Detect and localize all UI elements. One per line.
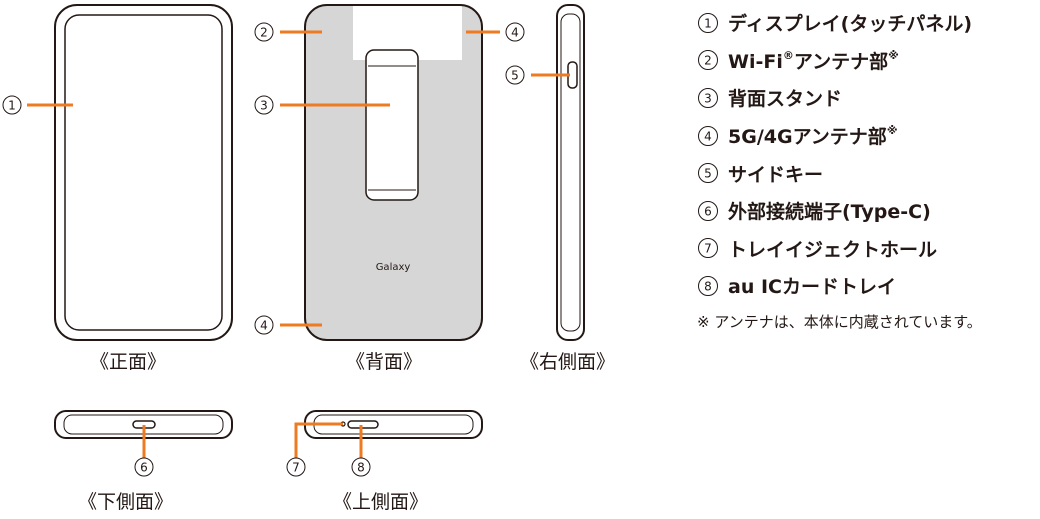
svg-text:2: 2 <box>260 26 268 40</box>
parts-legend: 1 ディスプレイ(タッチパネル) 2 Wi-Fi®アンテナ部※ 3 背面スタンド… <box>697 4 1037 332</box>
antenna-note: ※ アンテナは、本体に内蔵されています。 <box>697 312 982 331</box>
note-mark: ※ <box>886 123 898 137</box>
svg-text:1: 1 <box>8 99 16 113</box>
svg-text:7: 7 <box>704 242 712 256</box>
svg-text:5: 5 <box>511 69 519 83</box>
caption-back-view: 《背面》 <box>346 351 423 373</box>
callout-8-top: 8 <box>351 425 371 477</box>
number-4-badge: 4 <box>697 125 719 147</box>
5g-antenna-bottom-area <box>305 312 482 340</box>
registered-mark: ® <box>782 48 794 62</box>
svg-text:3: 3 <box>704 91 712 105</box>
svg-text:3: 3 <box>260 99 268 113</box>
callout-4-back-bottom: 4 <box>254 315 322 335</box>
legend-label-ic-card-tray: au ICカードトレイ <box>728 276 896 299</box>
legend-item-5g-antenna: 4 5G/4Gアンテナ部※ <box>697 117 1037 155</box>
right-side-view <box>556 4 585 341</box>
callout-7-top: 7 <box>286 422 343 477</box>
svg-text:4: 4 <box>704 129 712 143</box>
legend-item-eject-hole: 7 トレイイジェクトホール <box>697 230 1037 268</box>
number-5-badge: 5 <box>697 162 719 184</box>
legend-label-usb-port: 外部接続端子(Type-C) <box>728 201 931 224</box>
callout-1-front: 1 <box>2 95 73 115</box>
number-3-badge: 3 <box>697 87 719 109</box>
callout-3-back: 3 <box>254 95 390 115</box>
svg-text:4: 4 <box>511 26 519 40</box>
svg-text:6: 6 <box>704 204 712 218</box>
number-6-badge: 6 <box>697 200 719 222</box>
legend-label-5g-antenna: 5G/4Gアンテナ部※ <box>728 123 898 149</box>
caption-top-view: 《上側面》 <box>333 491 429 513</box>
svg-text:8: 8 <box>704 279 712 293</box>
number-7-badge: 7 <box>697 237 719 259</box>
svg-text:8: 8 <box>357 461 365 475</box>
caption-right-view: 《右側面》 <box>520 351 616 373</box>
legend-label-side-key: サイドキー <box>728 163 824 186</box>
legend-label-display: ディスプレイ(タッチパネル) <box>728 13 973 36</box>
display-panel <box>64 14 223 331</box>
note-mark: ※ <box>888 48 899 62</box>
legend-label-wifi-antenna: Wi-Fi®アンテナ部※ <box>728 48 899 73</box>
number-1-badge: 1 <box>697 12 719 34</box>
legend-item-ic-card-tray: 8 au ICカードトレイ <box>697 267 1037 305</box>
galaxy-logo: Galaxy <box>376 262 411 273</box>
front-view <box>54 4 233 341</box>
legend-item-side-key: 5 サイドキー <box>697 154 1037 192</box>
legend-item-back-stand: 3 背面スタンド <box>697 79 1037 117</box>
svg-text:1: 1 <box>704 16 712 30</box>
back-stand <box>365 49 419 201</box>
callout-5-right: 5 <box>505 65 570 85</box>
svg-text:7: 7 <box>292 461 300 475</box>
callout-2-back: 2 <box>254 22 322 42</box>
back-view: Galaxy <box>304 4 483 341</box>
svg-text:4: 4 <box>260 319 268 333</box>
legend-label-eject-hole: トレイイジェクトホール <box>728 238 938 261</box>
svg-text:5: 5 <box>704 167 712 181</box>
caption-front-view: 《正面》 <box>90 351 167 373</box>
callout-6-bottom: 6 <box>134 425 154 477</box>
au-ic-card-tray <box>347 420 379 429</box>
svg-text:2: 2 <box>704 54 712 68</box>
legend-item-wifi-antenna: 2 Wi-Fi®アンテナ部※ <box>697 42 1037 80</box>
legend-item-display: 1 ディスプレイ(タッチパネル) <box>697 4 1037 42</box>
legend-item-usb-port: 6 外部接続端子(Type-C) <box>697 192 1037 230</box>
number-8-badge: 8 <box>697 275 719 297</box>
svg-text:6: 6 <box>140 461 148 475</box>
number-2-badge: 2 <box>697 49 719 71</box>
caption-bottom-view: 《下側面》 <box>78 491 174 513</box>
callout-4-back-top: 4 <box>466 22 525 42</box>
legend-label-back-stand: 背面スタンド <box>728 88 843 111</box>
